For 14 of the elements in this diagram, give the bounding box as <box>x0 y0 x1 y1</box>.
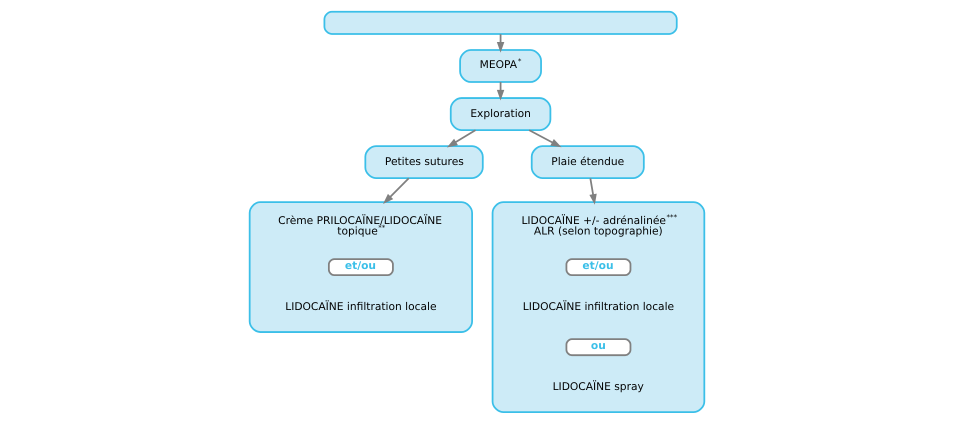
arrow <box>528 129 562 148</box>
node-box: Plaie étendue <box>530 145 644 180</box>
node-box: et/ou <box>327 258 394 276</box>
arrow <box>382 178 409 204</box>
arrow <box>496 34 504 53</box>
arrow <box>496 82 504 101</box>
node-box: MEOPA$^{*}$ <box>458 49 542 83</box>
node-box: et/ou <box>565 258 631 276</box>
node-box: ou <box>565 338 631 356</box>
node-box <box>323 10 678 35</box>
arrow <box>446 129 476 148</box>
arrow <box>588 178 596 205</box>
node-box: Petites sutures <box>364 145 484 180</box>
node-box: Exploration <box>449 97 551 131</box>
